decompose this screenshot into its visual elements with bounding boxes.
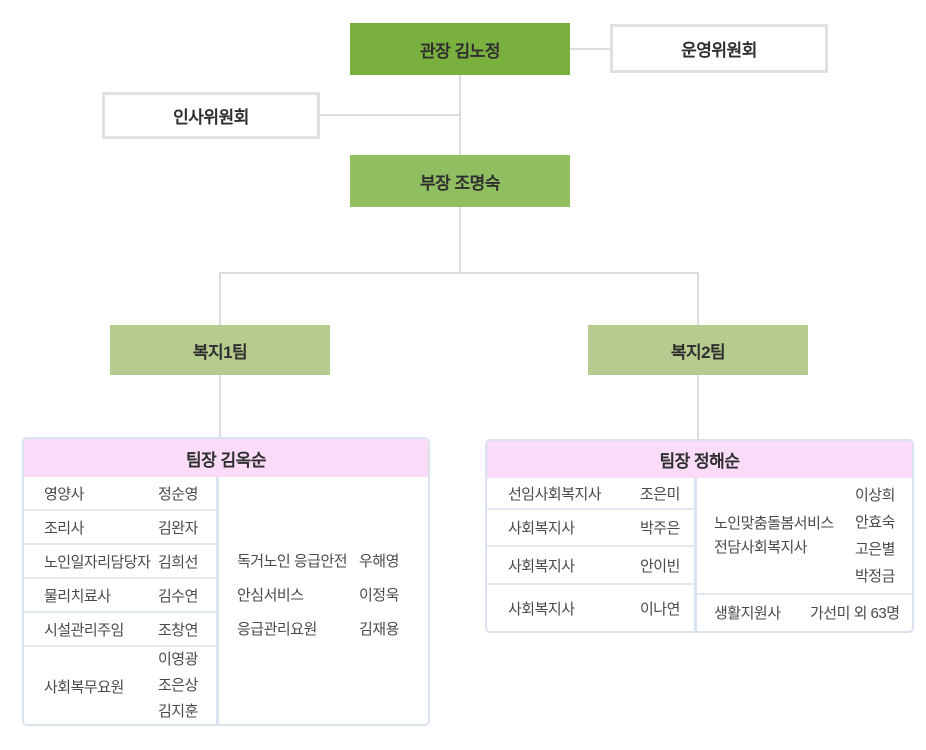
- role-label: 조리사: [44, 519, 84, 537]
- team2-table: 팀장 정해순 선임사회복지사 조은미 사회복지사 박주은 사회복지사 안이빈 사…: [485, 439, 914, 633]
- care-service-cell: 노인맞춤돌봄서비스 전담사회복지사 이상희 안효숙 고은별 박정금: [697, 478, 912, 595]
- person-name: 이정욱: [359, 586, 399, 604]
- table-row: 사회복지사 이나연: [487, 585, 694, 631]
- person-name: 조창연: [158, 621, 198, 639]
- node-steering-committee: 운영위원회: [610, 24, 828, 73]
- node-team2: 복지2팀: [588, 325, 808, 375]
- team2-table-header: 팀장 정해순: [487, 441, 912, 478]
- table-row: 안심서비스 이정욱: [219, 577, 428, 611]
- table-row: 노인일자리담당자 김희선: [24, 545, 216, 579]
- team1-table-header: 팀장 김옥순: [24, 439, 428, 477]
- node-hr-committee: 인사위원회: [102, 92, 320, 139]
- table-row: 물리치료사 김수연: [24, 579, 216, 613]
- role-label: 물리치료사: [44, 587, 111, 605]
- role-label: 노인일자리담당자: [44, 553, 151, 571]
- person-name: 박정금: [855, 567, 895, 585]
- connector-hr-committee: [320, 114, 459, 116]
- person-name-list: 이영광 조은상 김지훈: [158, 647, 216, 724]
- person-name: 김희선: [158, 553, 198, 571]
- connector-team1-up: [219, 272, 221, 325]
- person-name: 김완자: [158, 519, 198, 537]
- table-row-group: 사회복무요원 이영광 조은상 김지훈: [24, 647, 216, 724]
- connector-team2-down: [697, 375, 699, 439]
- role-label: 생활지원사: [714, 604, 781, 622]
- connector-team2-up: [697, 272, 699, 325]
- person-name: 안이빈: [640, 557, 680, 575]
- person-name-list: 이상희 안효숙 고은별 박정금: [855, 482, 912, 590]
- node-team1: 복지1팀: [110, 325, 330, 375]
- table-row: 독거노인 응급안전 우해영: [219, 543, 428, 577]
- role-line: 전담사회복지사: [714, 538, 808, 556]
- team2-care-service-column: 노인맞춤돌봄서비스 전담사회복지사 이상희 안효숙 고은별 박정금 생활지원사 …: [697, 478, 912, 631]
- team1-emergency-service-cell: 독거노인 응급안전 우해영 안심서비스 이정욱 응급관리요원 김재용: [219, 477, 428, 724]
- person-name: 김지훈: [158, 703, 198, 720]
- person-name: 김재용: [359, 620, 399, 638]
- person-name: 우해영: [359, 552, 399, 570]
- table-row: 선임사회복지사 조은미: [487, 478, 694, 510]
- person-name: 조은상: [158, 677, 198, 694]
- table-row: 조리사 김완자: [24, 511, 216, 545]
- role-label: 사회복지사: [508, 600, 575, 618]
- role-label: 사회복지사: [508, 557, 575, 575]
- role-label: 응급관리요원: [237, 620, 317, 638]
- role-label: 영양사: [44, 485, 84, 503]
- team1-table: 팀장 김옥순 영양사 정순영 조리사 김완자 노인일자리담당자 김희선 물리치료…: [22, 437, 430, 726]
- person-name: 가선미 외 63명: [810, 604, 900, 622]
- table-row: 응급관리요원 김재용: [219, 611, 428, 645]
- connector-director-down: [459, 75, 461, 155]
- role-label: 노인맞춤돌봄서비스 전담사회복지사: [714, 512, 855, 560]
- table-row: 영양사 정순영: [24, 477, 216, 511]
- person-name: 고은별: [855, 540, 895, 558]
- person-name: 김수연: [158, 587, 198, 605]
- person-name: 정순영: [158, 485, 198, 503]
- support-worker-cell: 생활지원사 가선미 외 63명: [697, 595, 912, 629]
- person-name: 안효숙: [855, 513, 895, 531]
- node-director: 관장 김노정: [350, 23, 570, 75]
- table-row: 사회복지사 안이빈: [487, 547, 694, 585]
- table-row: 사회복지사 박주은: [487, 510, 694, 547]
- role-label: 선임사회복지사: [508, 485, 602, 503]
- connector-director-steering: [570, 48, 610, 50]
- connector-split-horizontal: [219, 272, 699, 274]
- role-label: 독거노인 응급안전: [237, 552, 348, 570]
- person-name: 이상희: [855, 486, 895, 504]
- connector-team1-down: [219, 375, 221, 437]
- team2-roles-column: 선임사회복지사 조은미 사회복지사 박주은 사회복지사 안이빈 사회복지사 이나…: [487, 478, 697, 631]
- person-name: 박주은: [640, 520, 680, 537]
- role-label: 사회복지사: [508, 520, 575, 537]
- person-name: 이나연: [640, 600, 680, 618]
- team1-roles-column: 영양사 정순영 조리사 김완자 노인일자리담당자 김희선 물리치료사 김수연 시…: [24, 477, 219, 724]
- connector-manager-down: [459, 207, 461, 272]
- role-label: 안심서비스: [237, 586, 304, 604]
- role-label: 시설관리주임: [44, 621, 124, 639]
- person-name: 이영광: [158, 651, 198, 668]
- role-label: 사회복무요원: [44, 678, 124, 696]
- person-name: 조은미: [640, 485, 680, 503]
- node-manager: 부장 조명숙: [350, 155, 570, 207]
- table-row: 시설관리주임 조창연: [24, 613, 216, 647]
- role-line: 노인맞춤돌봄서비스: [714, 514, 834, 532]
